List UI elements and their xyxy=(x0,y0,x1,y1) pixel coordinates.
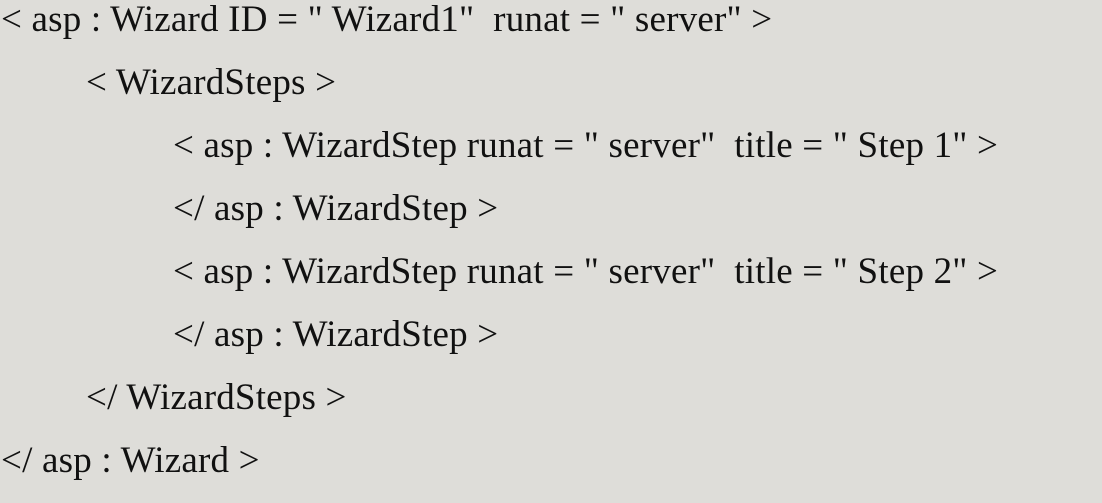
code-line-wizard-open: < asp : Wizard ID = " Wizard1" runat = "… xyxy=(1,0,773,40)
code-line-wizardsteps-open: < WizardSteps > xyxy=(86,62,337,103)
code-line-step2-close: </ asp : WizardStep > xyxy=(173,314,499,355)
code-line-step2-open: < asp : WizardStep runat = " server" tit… xyxy=(173,251,999,292)
code-listing: < asp : Wizard ID = " Wizard1" runat = "… xyxy=(1,0,999,481)
code-line-step1-close: </ asp : WizardStep > xyxy=(173,188,499,229)
code-line-wizard-close: </ asp : Wizard > xyxy=(1,440,260,481)
code-line-wizardsteps-close: </ WizardSteps > xyxy=(86,377,347,418)
code-line-step1-open: < asp : WizardStep runat = " server" tit… xyxy=(173,125,999,166)
